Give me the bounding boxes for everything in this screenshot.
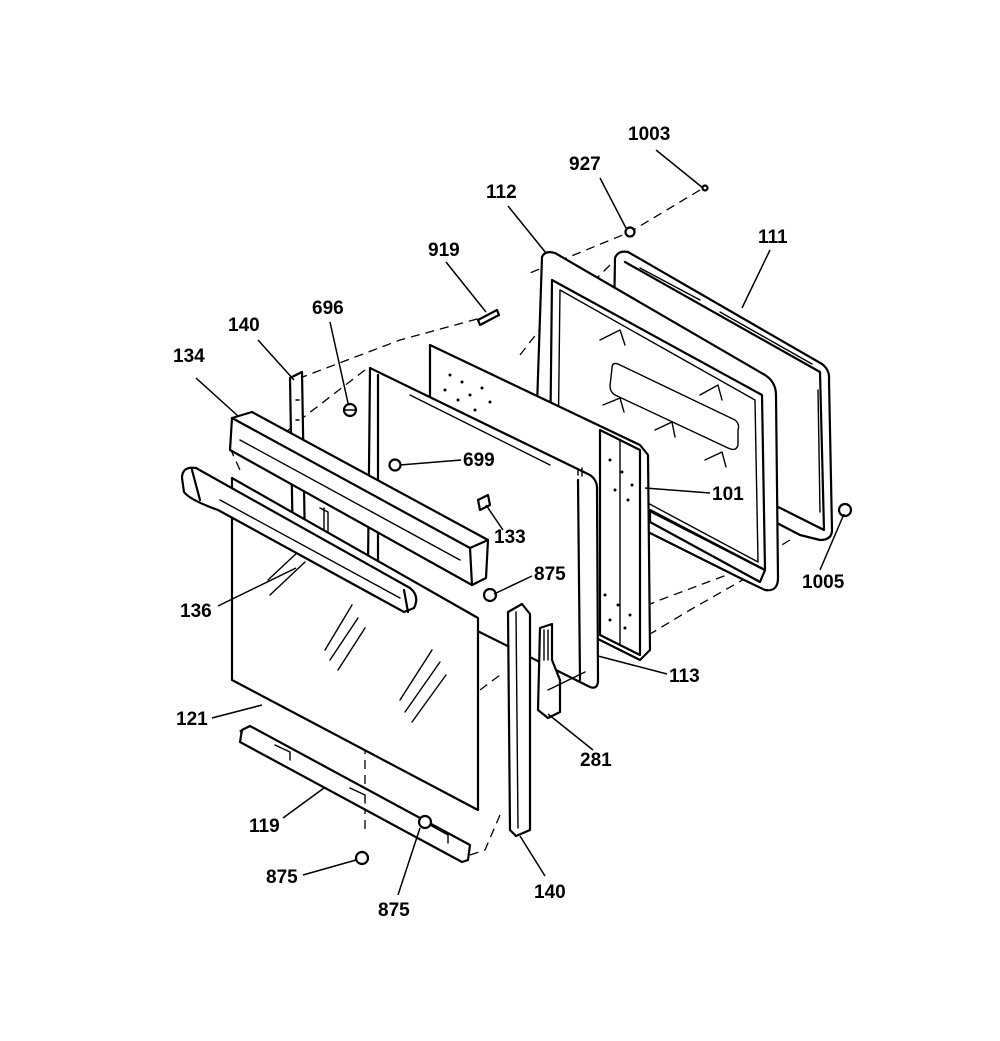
part-134-vent-trim	[228, 410, 490, 587]
part-119-bottom-trim	[238, 724, 472, 864]
label-281: 281	[580, 750, 612, 771]
label-112: 112	[486, 182, 517, 203]
part-136-door-handle	[180, 466, 418, 614]
label-927: 927	[569, 154, 601, 175]
part-121-outer-door-glass	[230, 476, 480, 812]
label-919: 919	[428, 240, 460, 261]
part-1003-pin	[701, 184, 709, 192]
label-134: 134	[173, 346, 205, 367]
part-927-nut	[624, 226, 636, 238]
insulation-speckle	[443, 373, 634, 630]
part-875-screws	[354, 587, 498, 866]
leader-lines	[195, 149, 845, 896]
label-140-top: 140	[228, 315, 260, 336]
label-1003: 1003	[628, 124, 670, 145]
label-119: 119	[249, 816, 280, 837]
label-875-a: 875	[534, 564, 566, 585]
label-140-bottom: 140	[534, 882, 566, 903]
label-121: 121	[176, 709, 208, 730]
label-875-b: 875	[266, 867, 298, 888]
label-113: 113	[669, 666, 700, 687]
part-number-labels: 1003 927 112 111 919 696 140 134 699 101…	[173, 124, 845, 921]
part-699-screw	[388, 458, 402, 472]
label-699: 699	[463, 450, 495, 471]
label-136: 136	[180, 601, 212, 622]
label-696: 696	[312, 298, 344, 319]
label-111: 111	[758, 227, 788, 248]
label-1005: 1005	[802, 572, 845, 593]
label-101: 101	[712, 484, 744, 505]
part-696-screw	[342, 402, 358, 418]
label-133: 133	[494, 527, 526, 548]
part-1005-bumper	[837, 502, 853, 518]
part-140-right-trim	[506, 602, 532, 838]
part-919-screw	[476, 308, 501, 327]
label-875-c: 875	[378, 900, 410, 921]
part-281-hinge	[536, 622, 586, 720]
